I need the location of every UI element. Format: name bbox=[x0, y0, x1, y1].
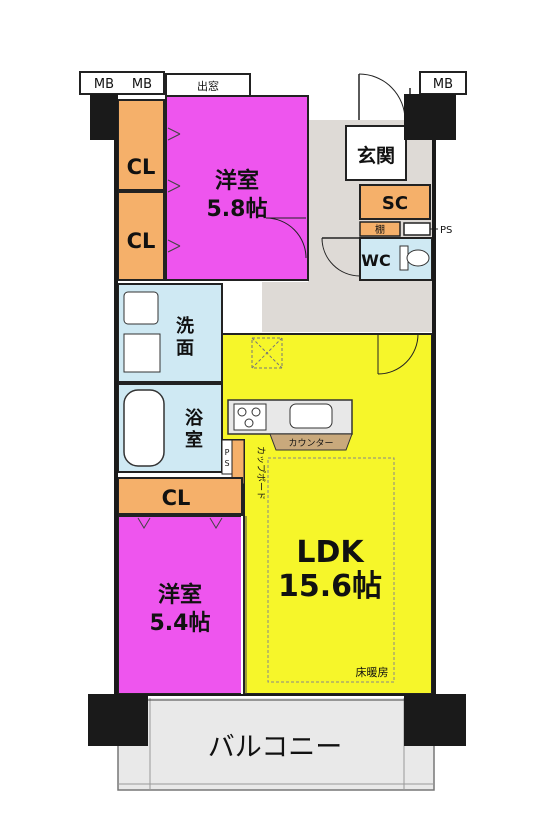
cl-1-label: CL bbox=[127, 155, 156, 179]
ps-mid-label-1: P bbox=[225, 448, 230, 457]
shoe-closet: SC bbox=[359, 184, 431, 220]
mb-right: MB bbox=[419, 71, 467, 95]
shelf: 棚 bbox=[359, 221, 401, 237]
western-room-1-label: 洋室 bbox=[215, 168, 259, 194]
shelf-label: 棚 bbox=[375, 223, 385, 236]
western-room-2-label: 洋室 bbox=[158, 582, 202, 608]
hallway-lower bbox=[262, 282, 322, 332]
entrance: 玄関 bbox=[345, 125, 407, 181]
mb-right-label: MB bbox=[433, 77, 453, 92]
stove-icon bbox=[233, 403, 267, 431]
washer-icon bbox=[123, 333, 161, 373]
balcony-label: バルコニー bbox=[208, 732, 342, 763]
pipe-space-middle: P S bbox=[221, 439, 233, 475]
wc-label: WC bbox=[361, 251, 390, 270]
mb-left-1-label: MB bbox=[94, 77, 114, 92]
ps-top-label: PS bbox=[440, 225, 452, 236]
toilet-icon bbox=[406, 249, 430, 267]
entrance-label: 玄関 bbox=[357, 144, 395, 167]
pipe-space-top: PS bbox=[403, 222, 452, 236]
bathroom-label-1: 浴 bbox=[185, 408, 204, 429]
kitchen: カウンター bbox=[227, 399, 353, 451]
washroom: 洗 面 bbox=[117, 283, 223, 383]
balcony: バルコニー bbox=[117, 696, 435, 791]
closet-upper-2: CL bbox=[117, 191, 165, 281]
floor-heating-label: 床暖房 bbox=[356, 665, 389, 679]
closet-door-marks-2 bbox=[137, 517, 223, 529]
bathroom-label-2: 室 bbox=[185, 429, 203, 451]
closet-door-marks-1 bbox=[167, 127, 181, 253]
washroom-label-2: 面 bbox=[176, 338, 194, 359]
wc: WC bbox=[359, 237, 433, 281]
mb-left-2-label: MB bbox=[132, 77, 152, 92]
ldk-label: LDK bbox=[296, 535, 365, 570]
floor-heating-area bbox=[267, 457, 395, 683]
closet-lower: CL bbox=[117, 477, 243, 515]
western-room-1-size: 5.8帖 bbox=[207, 197, 268, 222]
western-room-2-size: 5.4帖 bbox=[150, 611, 211, 636]
bay-window: 出窓 bbox=[165, 73, 251, 97]
window-label: 出窓 bbox=[197, 79, 219, 93]
bathtub-icon bbox=[123, 389, 165, 467]
western-room-2: 洋室 5.4帖 bbox=[117, 515, 247, 695]
cl-3-label: CL bbox=[162, 486, 191, 510]
bathroom: 浴 室 bbox=[117, 383, 223, 473]
washroom-label-1: 洗 bbox=[176, 315, 194, 337]
sink-icon bbox=[123, 291, 159, 325]
cl-2-label: CL bbox=[127, 229, 156, 253]
ldk-door bbox=[377, 333, 419, 375]
closet-upper-1: CL bbox=[117, 99, 165, 191]
ldk: LDK 15.6帖 床暖房 bbox=[221, 333, 433, 695]
mb-left: MB MB bbox=[79, 71, 165, 95]
wc-door bbox=[321, 237, 361, 277]
fridge-space bbox=[251, 337, 283, 369]
kitchen-sink-icon bbox=[289, 403, 333, 429]
cupboard-label: カップボード bbox=[255, 446, 266, 500]
sc-label: SC bbox=[382, 193, 408, 214]
counter-label: カウンター bbox=[288, 438, 333, 449]
front-door bbox=[358, 73, 411, 121]
ldk-size: 15.6帖 bbox=[278, 569, 382, 604]
ps-mid-label-2: S bbox=[224, 459, 229, 468]
room-1-door bbox=[265, 217, 307, 259]
columns bbox=[88, 94, 466, 746]
western-room-1: 洋室 5.8帖 bbox=[165, 95, 309, 281]
